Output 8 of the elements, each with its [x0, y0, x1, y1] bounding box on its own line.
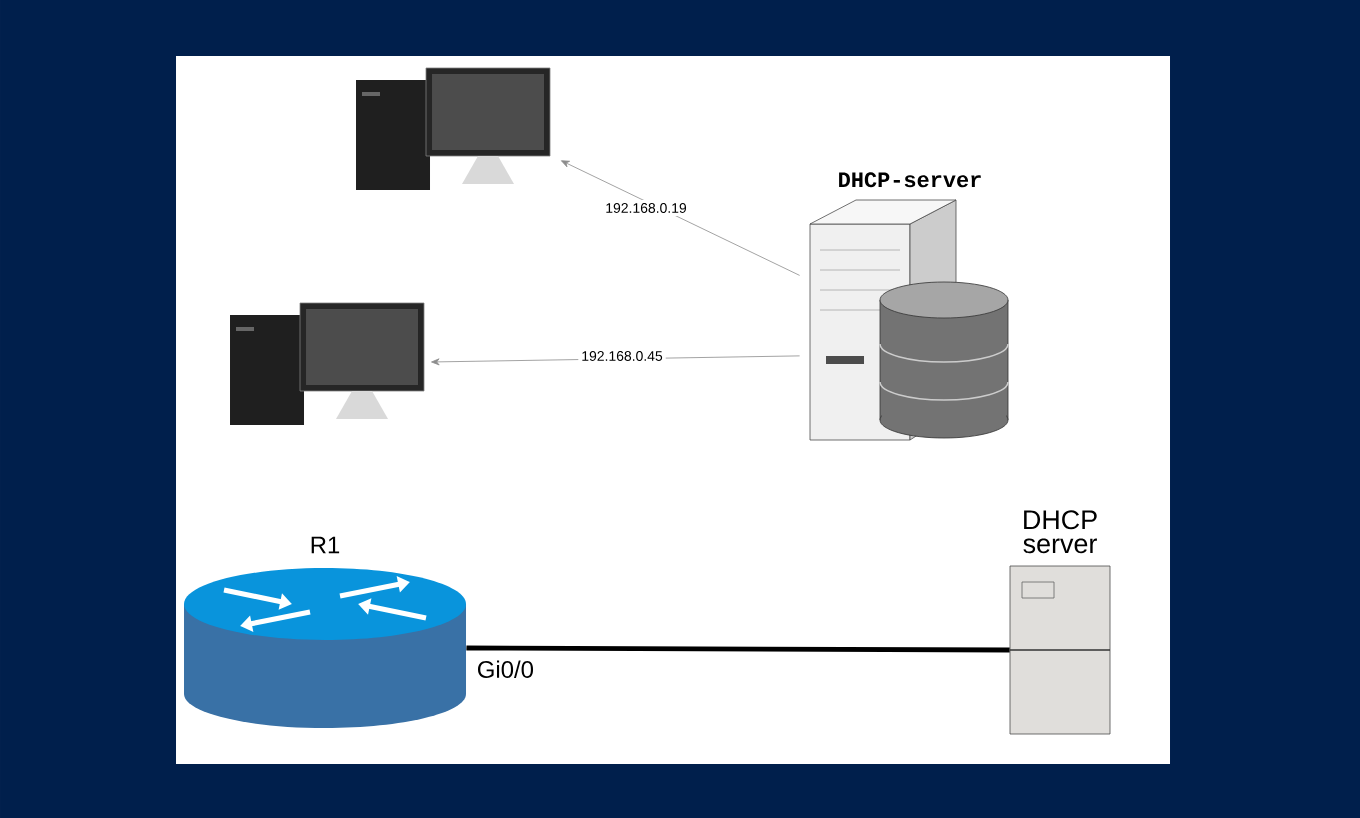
computer-drawing — [356, 67, 551, 190]
node-label: DHCP-server — [839, 172, 981, 188]
edge-label: Gi0/0 — [478, 660, 534, 678]
computer-drawing — [230, 302, 425, 425]
node-label: DHCP server — [1023, 510, 1097, 554]
node-label: R1 — [311, 536, 340, 554]
connector-line — [466, 645, 1010, 653]
arrow — [561, 160, 800, 276]
